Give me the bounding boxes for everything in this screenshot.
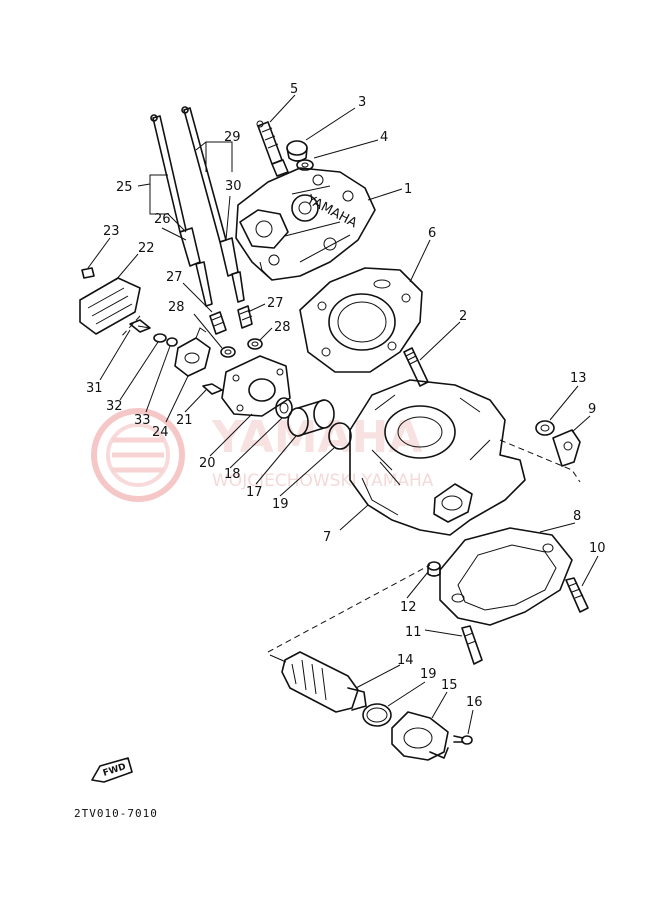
callout-8: 8 [573,509,581,524]
part-washer-32 [153,333,167,343]
alignment-lines [119,315,581,653]
callout-27a: 27 [166,270,183,285]
part-o-ring-19a [328,422,352,450]
callout-32: 32 [106,399,123,414]
callout-17: 17 [246,485,263,500]
callout-13: 13 [570,371,587,386]
callout-7: 7 [323,530,331,545]
part-nut-28a [220,346,236,358]
watermark-dealer: WOJCIECHOWSKI YAMAHA [212,471,434,491]
leader-lines [87,94,599,735]
callout-31: 31 [86,381,103,396]
callout-5: 5 [290,82,298,97]
callout-numbers: 5 3 4 1 6 2 13 9 7 8 10 12 11 14 19 15 1… [86,82,606,710]
part-ring-33 [166,337,178,347]
callout-2: 2 [459,309,467,324]
part-nut-28b [247,338,263,350]
callout-3: 3 [358,95,366,110]
callout-4: 4 [380,130,388,145]
callout-19a: 19 [272,497,289,512]
callout-6: 6 [428,226,436,241]
part-cable-left [150,114,213,307]
part-bolt-16 [453,735,473,745]
watermark-brand: YAMAHA [211,412,422,463]
callout-14: 14 [397,653,414,668]
callout-28a: 28 [168,300,185,315]
callout-1: 1 [404,182,412,197]
part-bolt-23 [81,267,95,279]
part-dowel-12 [427,561,441,577]
part-bolt-31 [129,319,151,333]
part-cylinder [349,379,526,536]
callout-33: 33 [134,413,151,428]
svg-text:YAMAHA: YAMAHA [303,192,359,231]
part-adjuster-27a [209,311,227,335]
callout-16: 16 [466,695,483,710]
part-spark-plug [256,120,289,177]
part-valve-shaft [269,651,367,713]
part-bolt-21 [202,383,223,395]
part-washer-18 [275,397,293,419]
callout-24: 24 [152,425,169,440]
callout-11: 11 [405,625,422,640]
callout-12: 12 [400,600,417,615]
part-cap [286,140,308,162]
part-bracket-9 [552,429,581,467]
part-stud-11 [461,625,483,665]
callout-26: 26 [154,212,171,227]
callout-28b: 28 [274,320,291,335]
yamaha-logo-icon [91,408,185,502]
callout-9: 9 [588,402,596,417]
part-washer-4 [296,159,314,171]
callout-29: 29 [224,130,241,145]
part-stud-10 [565,577,589,613]
part-adjuster-27b [237,305,253,329]
part-base-gasket [439,527,573,626]
callout-21: 21 [176,413,193,428]
part-nut-13 [535,420,555,436]
fwd-arrow-icon: FWD [91,757,133,783]
watermark: YAMAHA WOJCIECHOWSKI YAMAHA [91,408,434,502]
part-o-ring-19b [362,703,392,727]
callout-20: 20 [199,456,216,471]
callout-27b: 27 [267,296,284,311]
part-pulley-24 [174,327,211,377]
callout-18: 18 [224,467,241,482]
part-cylinder-head: YAMAHA [235,167,376,281]
part-bushing-17 [287,399,335,437]
part-head-gasket [299,267,423,373]
callout-30: 30 [225,179,242,194]
callout-25: 25 [116,180,133,195]
callout-22: 22 [138,241,155,256]
callout-15: 15 [441,678,458,693]
diagram-code: 2TV010-7010 [74,807,158,820]
callout-19b: 19 [420,667,437,682]
part-valve-housing [391,711,449,761]
callout-10: 10 [589,541,606,556]
callout-23: 23 [103,224,120,239]
